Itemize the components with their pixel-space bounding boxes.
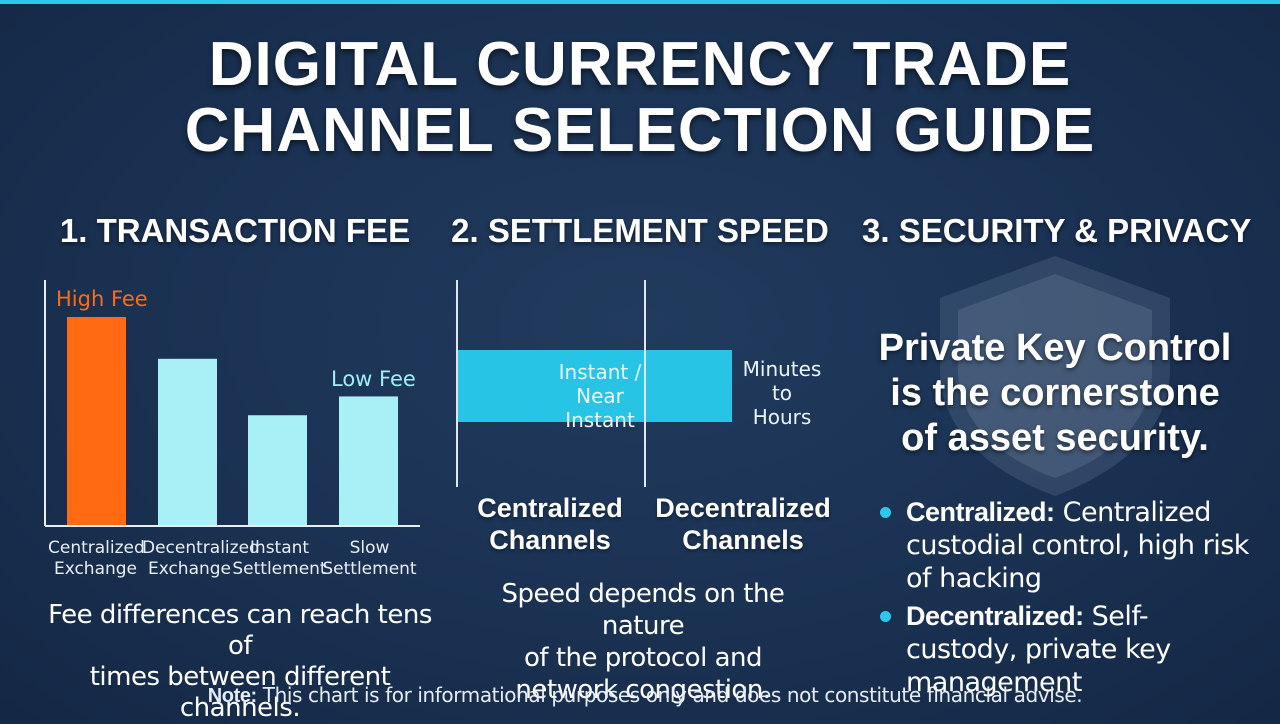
fee-category-label-3-line-1: Instant: [249, 538, 310, 558]
bullet-centralized: Centralized: Centralized custodial contr…: [880, 496, 1250, 595]
note-label: Note:: [207, 685, 258, 707]
fee-category-label-1-line-2: Exchange: [53, 559, 138, 579]
slow-label-line-1: Minutes: [742, 357, 822, 381]
instant-label: Instant / Near Instant: [540, 360, 660, 432]
note-text: This chart is for informational purposes…: [256, 683, 1083, 707]
bullet-centralized-body: Centralized custodial control, high risk…: [906, 497, 1249, 594]
top-accent-bar: [0, 0, 1280, 4]
private-key-line-2: is the cornerstone: [890, 372, 1220, 414]
decentralized-channels-label: Decentralized Channels: [650, 492, 836, 556]
slow-label-line-3: Hours: [752, 405, 812, 429]
slow-label: Minutes to Hours: [726, 357, 838, 429]
fee-category-label-2-line-2: Exchange: [147, 559, 232, 579]
fee-caption-line-1: Fee differences can reach tens of: [48, 600, 432, 661]
bullet-decentralized-label: Decentralized:: [906, 601, 1084, 631]
bullet-centralized-label: Centralized:: [906, 497, 1055, 527]
speed-divider-left: [456, 280, 458, 487]
instant-label-line-2: Near: [576, 384, 624, 408]
fee-bar-3: [248, 415, 307, 526]
bullet-centralized-text: Centralized: Centralized custodial contr…: [906, 496, 1250, 595]
decentralized-channels-line-2: Channels: [682, 525, 804, 555]
speed-divider-middle: [644, 280, 646, 487]
shield-icon: [940, 256, 1170, 496]
bullet-decentralized-body: Self-custody, private key management: [906, 601, 1171, 698]
instant-label-line-3: Instant: [565, 408, 635, 432]
speed-caption-line-2: of the protocol and: [524, 643, 763, 673]
page-title: DIGITAL CURRENCY TRADE CHANNEL SELECTION…: [0, 32, 1280, 164]
security-heading: 3. SECURITY & PRIVACY: [862, 212, 1252, 249]
speed-bar: [458, 350, 732, 422]
centralized-channels-label: Centralized Channels: [460, 492, 640, 556]
decentralized-channels-line-1: Decentralized: [655, 493, 831, 523]
low-fee-label: Low Fee: [331, 367, 416, 391]
speed-caption: Speed depends on the nature of the proto…: [460, 578, 826, 706]
fee-category-label-2-line-1: Decentralized: [142, 538, 260, 558]
instant-label-line-1: Instant /: [558, 360, 642, 384]
private-key-line-3: of asset security.: [901, 417, 1209, 459]
speed-heading: 2. SETTLEMENT SPEED: [451, 212, 829, 249]
private-key-line-1: Private Key Control: [878, 327, 1232, 369]
high-fee-label: High Fee: [56, 287, 148, 311]
fee-bar-2: [158, 358, 217, 526]
speed-caption-line-3: network congestion.: [515, 675, 771, 705]
fee-category-label-4-line-1: Slow: [349, 538, 390, 558]
bullet-dot-icon: [880, 611, 891, 622]
fee-bar-chart: High Fee Low Fee: [44, 280, 420, 527]
fee-category-label-4-line-2: Settlement: [322, 559, 417, 579]
centralized-channels-line-2: Channels: [489, 525, 611, 555]
fee-bars-group: [67, 317, 398, 526]
speed-caption-line-1: Speed depends on the nature: [501, 579, 785, 641]
private-key-statement: Private Key Control is the cornerstone o…: [860, 326, 1250, 461]
title-line-2: CHANNEL SELECTION GUIDE: [184, 96, 1096, 165]
fee-heading: 1. TRANSACTION FEE: [59, 212, 411, 249]
bullet-decentralized: Decentralized: Self-custody, private key…: [880, 600, 1250, 699]
title-line-1: DIGITAL CURRENCY TRADE: [208, 30, 1072, 99]
fee-caption-line-2: times between different channels.: [89, 662, 391, 723]
slow-label-line-2: to: [771, 381, 793, 405]
bullet-dot-icon: [880, 507, 891, 518]
disclaimer-note: Note: This chart is for informational pu…: [0, 683, 1280, 708]
bullet-decentralized-text: Decentralized: Self-custody, private key…: [906, 600, 1250, 699]
fee-bar-4: [339, 396, 398, 526]
fee-category-label-1-line-1: Centralized: [48, 538, 145, 558]
fee-category-label-3-line-2: Settlement: [232, 559, 327, 579]
fee-caption: Fee differences can reach tens of times …: [40, 600, 440, 724]
centralized-channels-line-1: Centralized: [477, 493, 623, 523]
fee-bar-1: [67, 317, 126, 526]
